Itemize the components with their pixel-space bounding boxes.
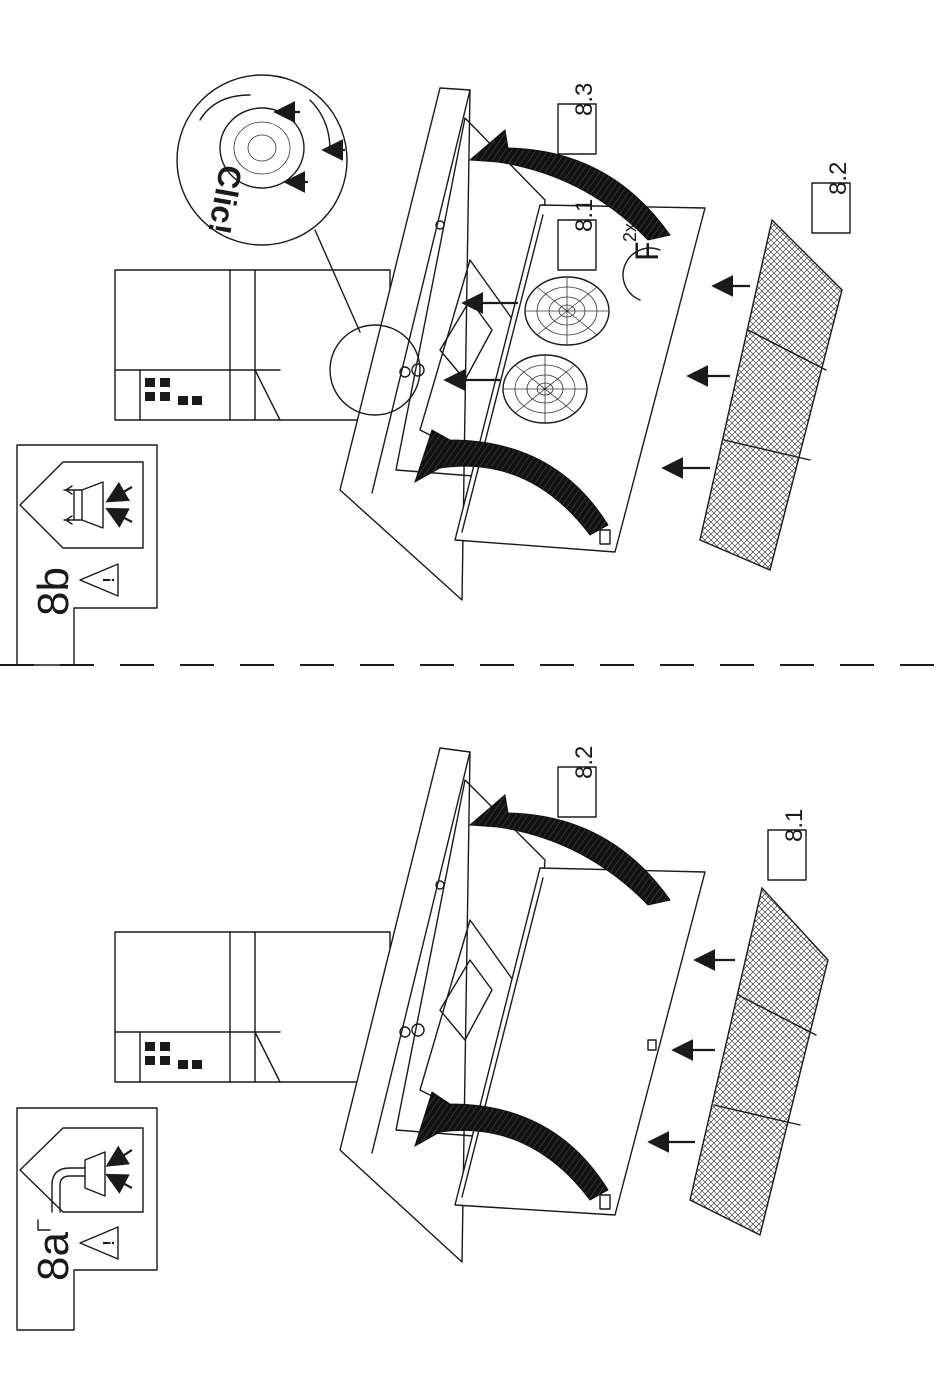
step-label-8-1-lower: 8.1: [768, 809, 808, 880]
filter-symbol: F: [629, 241, 665, 261]
svg-text:8.2: 8.2: [571, 746, 598, 779]
warning-box-8b: ! 8b: [17, 445, 157, 665]
grease-filter-8a: [690, 888, 828, 1235]
step-label-8-3: 8.3: [558, 83, 598, 154]
panel-label-8a: 8a: [29, 1232, 78, 1281]
svg-text:!: !: [101, 1240, 118, 1245]
panel-label-8b: 8b: [29, 567, 78, 616]
recirculation-icon: [20, 462, 143, 548]
svg-text:8.1: 8.1: [781, 809, 808, 842]
panel-8b: ! 8b: [17, 75, 852, 665]
svg-text:8.3: 8.3: [571, 83, 598, 116]
wall-cabinets-8b: [115, 270, 390, 420]
warning-box-8a: ! 8a: [17, 1108, 157, 1330]
svg-text:8.1: 8.1: [571, 199, 598, 232]
warning-icon-8a: !: [80, 1227, 118, 1259]
fan-left: [503, 355, 587, 423]
wall-cabinets-8a: [115, 932, 390, 1082]
extraction-icon: [20, 1128, 143, 1230]
step-label-8-2: 8.2: [812, 162, 852, 233]
svg-text:!: !: [101, 577, 118, 582]
svg-text:8.2: 8.2: [825, 162, 852, 195]
fan-right: [525, 277, 609, 345]
step-label-8-2-lower: 8.2: [558, 746, 598, 817]
panel-8a: ! 8a: [17, 746, 828, 1330]
grease-filter-8b: [700, 220, 842, 570]
warning-icon: !: [80, 564, 118, 596]
